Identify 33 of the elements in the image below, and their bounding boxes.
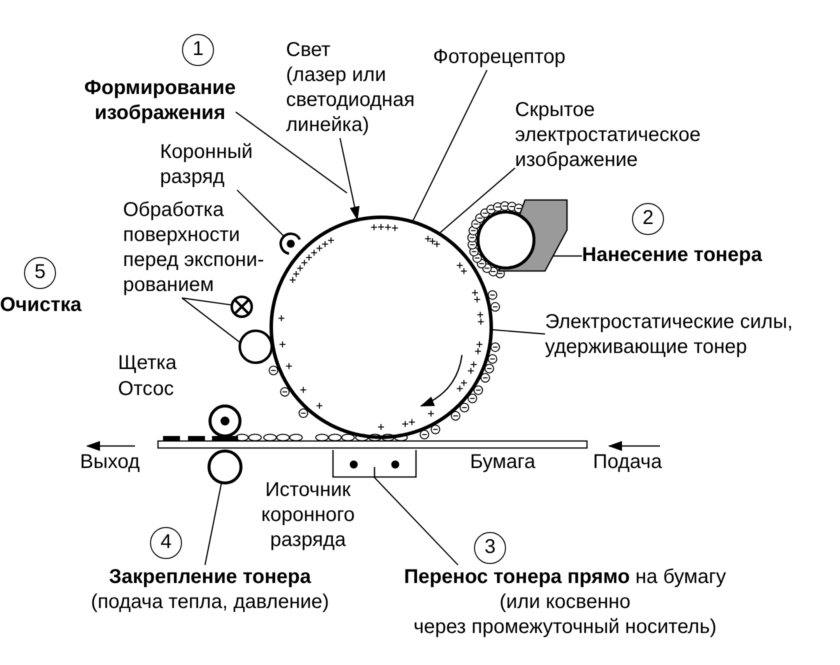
part-label: Бумага — [470, 450, 536, 475]
leader-line — [412, 70, 488, 222]
step-description: (подача тепла, давление) — [90, 590, 330, 615]
part-label: Подача — [593, 450, 662, 475]
leader-line — [438, 168, 516, 234]
callout-text: Фоторецептор — [433, 45, 566, 70]
arrow — [339, 138, 360, 221]
part-label: Выход — [80, 450, 140, 475]
step-number: 2 — [632, 203, 664, 235]
callout-text: Коронный разряд — [160, 140, 253, 190]
leader-line — [374, 476, 458, 566]
step-number: 4 — [150, 527, 182, 559]
step-number: 3 — [474, 532, 506, 564]
leader-line — [490, 329, 546, 335]
leader-line — [235, 112, 348, 194]
part-label: Отсос — [118, 377, 174, 402]
leader-line — [182, 297, 232, 306]
step-title: Очистка — [0, 293, 82, 318]
step-title: Формирование изображения — [84, 76, 236, 126]
part-label: Источник коронного разряда — [261, 478, 355, 553]
step-number: 1 — [182, 34, 214, 66]
leader-line — [236, 190, 285, 237]
leader-line — [204, 482, 222, 566]
step-title: Перенос тонера прямо на бумагу (или косвенно через промежуточный носитель) — [404, 565, 726, 640]
step-title: Закрепление тонера — [109, 565, 311, 590]
leader-line — [182, 298, 241, 344]
callout-text: Обработка поверхности перед экспони-рованием — [123, 198, 264, 298]
part-label: Щетка — [118, 351, 177, 376]
callout-text: Электростатические силы, удерживающие тонер — [545, 310, 793, 360]
callout-text: Скрытое электростатическое изображение — [515, 98, 701, 173]
callout-text: Свет (лазер или светодиодная линейка) — [286, 38, 415, 138]
step-title: Нанесение тонера — [582, 243, 762, 268]
step-number: 5 — [24, 257, 56, 289]
